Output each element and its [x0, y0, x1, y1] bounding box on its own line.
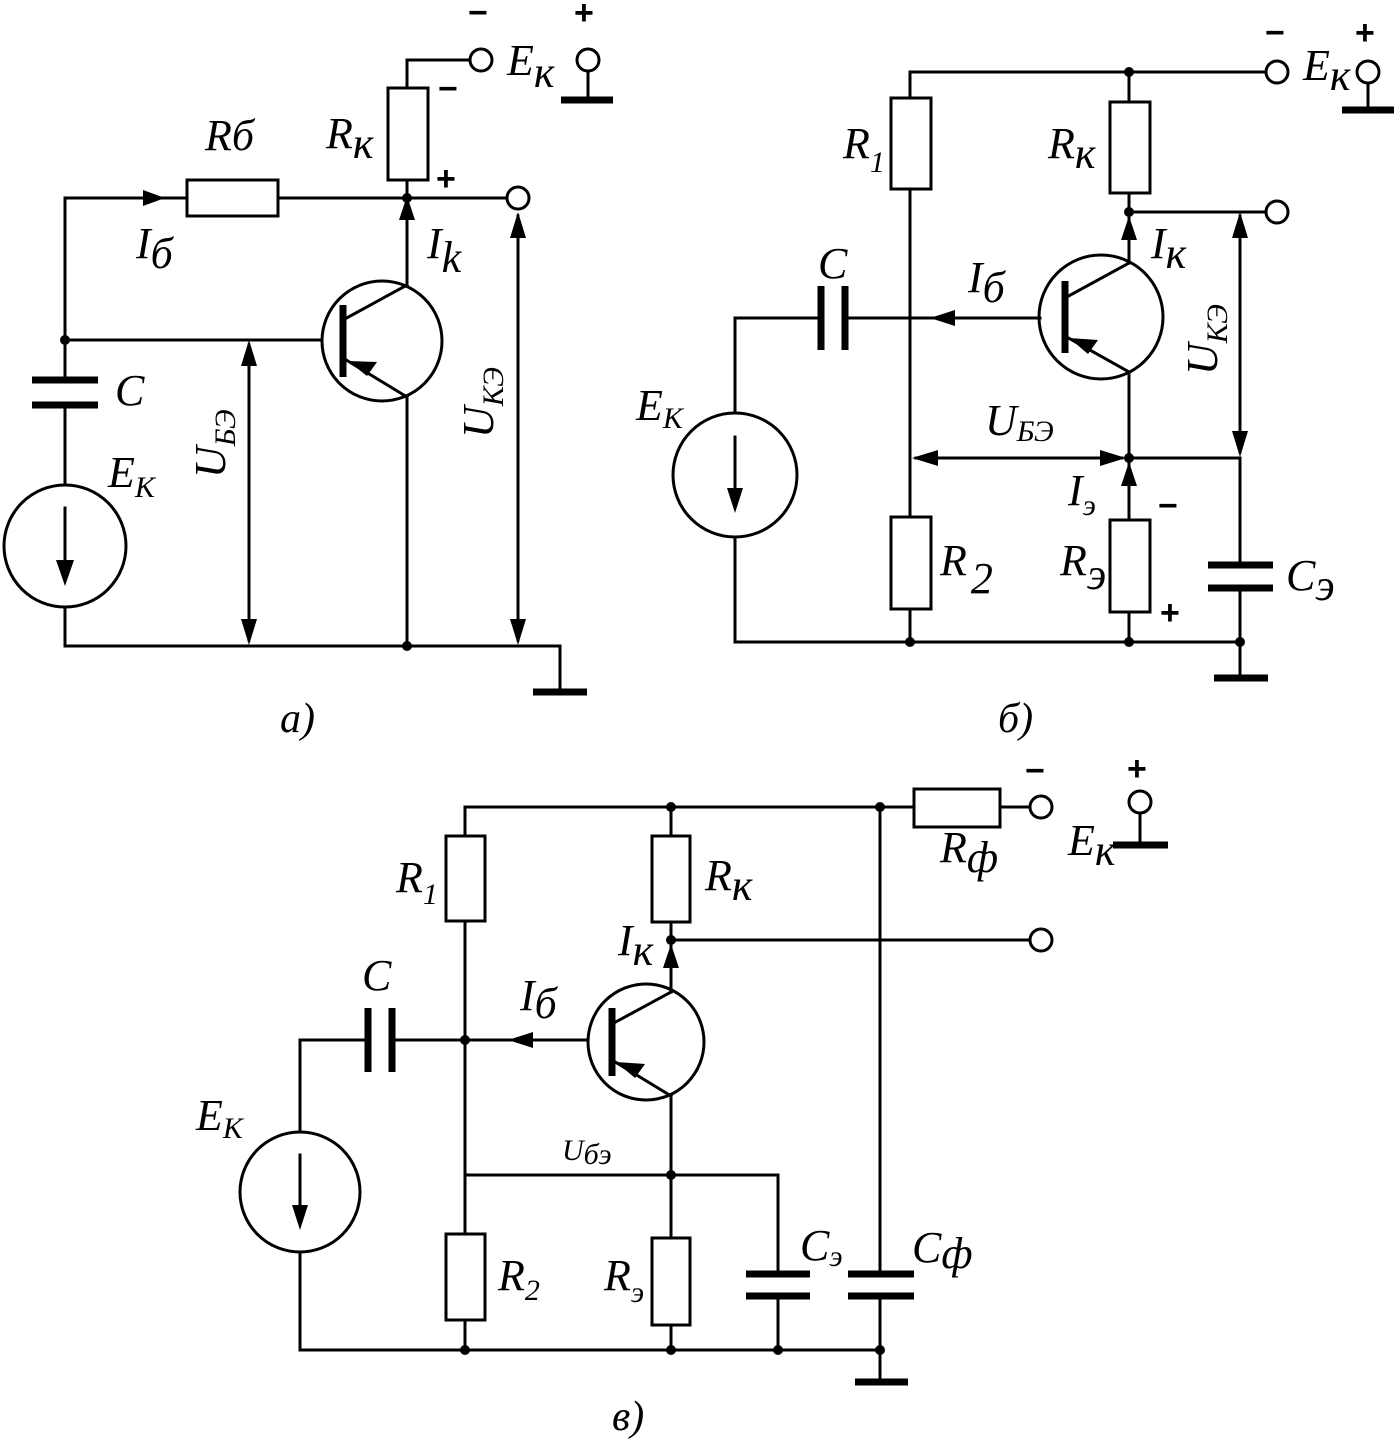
transistor-a	[320, 279, 444, 403]
label-uce-a: UКЭ	[454, 367, 510, 438]
capacitor-c	[32, 376, 98, 409]
arrow-ik-b	[1121, 216, 1137, 240]
arrow-ik-a	[399, 196, 415, 220]
label-ie-b: Iэ	[1067, 466, 1096, 522]
sign-minus-c: −	[1025, 752, 1045, 790]
label-re-c: Rэ	[603, 1251, 644, 1309]
sign-re-plus: +	[1160, 594, 1180, 632]
capacitor-cf-c	[848, 1270, 914, 1300]
resistor-rk-c	[650, 834, 692, 924]
label-uce-b: UКЭ	[1178, 304, 1234, 375]
label-c-b: C	[818, 239, 848, 288]
label-rk-b: Rк	[1047, 119, 1096, 178]
label-rb: Rб	[204, 111, 256, 160]
label-ube-a: UБЭ	[186, 409, 242, 478]
arrow-ik-c	[663, 944, 679, 968]
capacitor-c-b	[817, 286, 849, 350]
resistor-rf-c	[912, 787, 1002, 829]
label-r1-b: R1	[842, 119, 885, 179]
sign-rk-minus: −	[438, 70, 458, 108]
circuit-a: Rб Rк Iб Ik C EК Eк UБЭ UКЭ − + − + а)	[2, 0, 613, 742]
terminal-ek-plus-c	[1127, 789, 1153, 815]
arrow-ib-a	[143, 190, 165, 206]
label-r2-c: R2	[497, 1251, 540, 1307]
label-re-b: Rэ	[1059, 536, 1106, 599]
resistor-r2-b	[889, 515, 933, 611]
transistor-c	[586, 982, 706, 1102]
circuit-b: R1 Rк C Iб Iк EК UБЭ UКЭ Iэ R2 Rэ Cэ Eк …	[635, 14, 1394, 742]
resistor-re-c	[650, 1236, 692, 1327]
resistor-rb	[185, 178, 280, 218]
label-r2-b: R2	[939, 536, 993, 603]
label-ik-b: Iк	[1150, 219, 1187, 278]
resistor-rk-b	[1108, 100, 1152, 195]
label-ik: Ik	[426, 219, 463, 282]
resistor-re-b	[1108, 518, 1152, 614]
voltage-source-b	[671, 411, 799, 539]
label-cf-c: Cф	[912, 1223, 973, 1278]
sign-plus-c: +	[1127, 750, 1147, 788]
label-ek-a: EК	[107, 448, 157, 504]
label-ube-c: Uбэ	[562, 1134, 612, 1171]
arrow-ie-b	[1121, 462, 1137, 486]
label-ek-supply-b: Eк	[1302, 41, 1351, 100]
arrow-ib-c	[508, 1032, 533, 1048]
capacitor-ce-b	[1208, 561, 1273, 592]
output-terminal-a	[505, 185, 531, 211]
label-ce-c: Cэ	[800, 1221, 843, 1273]
transistor-b	[1037, 253, 1165, 381]
sign-plus-b: +	[1355, 14, 1375, 52]
label-ib-c: Iб	[519, 971, 559, 1028]
caption-a: а)	[280, 696, 315, 742]
label-ube-b: UБЭ	[985, 396, 1054, 448]
resistor-rk	[386, 86, 430, 182]
label-rk: Rк	[325, 109, 374, 168]
caption-b: б)	[998, 696, 1033, 742]
label-ek-c: EК	[195, 1091, 245, 1145]
sign-rk-plus: +	[436, 160, 456, 198]
output-terminal-c	[1028, 927, 1054, 953]
terminal-ek-plus-a	[575, 47, 601, 73]
resistor-r1-b	[889, 96, 933, 191]
arrow-ib-b	[930, 310, 955, 326]
terminal-ek-minus-b	[1264, 59, 1290, 85]
sign-re-minus: −	[1158, 487, 1178, 525]
label-rk-c: Rк	[704, 851, 753, 910]
label-ib-b: Iб	[967, 253, 1007, 312]
voltage-source	[2, 483, 128, 609]
label-ik-c: Iк	[617, 916, 654, 975]
sign-plus-a: +	[574, 0, 594, 32]
terminal-ek-minus-c	[1028, 794, 1054, 820]
label-ek-supply-c: Eк	[1067, 816, 1116, 875]
label-c-c: C	[362, 951, 392, 1000]
resistor-r1-c	[444, 834, 487, 923]
label-c-a: C	[115, 366, 145, 415]
circuit-c: R1 Rк Rф Iк C Iб EК Uбэ R2 Rэ Cэ Cф Eк −…	[195, 750, 1168, 1439]
sign-minus-b: −	[1265, 14, 1285, 52]
output-terminal-b	[1264, 199, 1290, 225]
label-ek-b: EК	[635, 381, 685, 435]
label-r1-c: R1	[395, 853, 438, 911]
voltage-source-c	[238, 1130, 362, 1254]
caption-c: в)	[612, 1394, 644, 1439]
label-ek-supply-a: Eк	[506, 36, 555, 97]
capacitor-c-c	[364, 1008, 396, 1072]
label-ib: Iб	[135, 219, 175, 278]
label-ce-b: Cэ	[1286, 551, 1335, 610]
terminal-ek-plus-b	[1355, 59, 1381, 85]
resistor-r2-c	[444, 1232, 487, 1322]
terminal-ek-minus-a	[468, 47, 494, 73]
label-rf-c: Rф	[939, 823, 998, 882]
sign-minus-a: −	[468, 0, 488, 32]
capacitor-ce-c	[746, 1270, 810, 1300]
